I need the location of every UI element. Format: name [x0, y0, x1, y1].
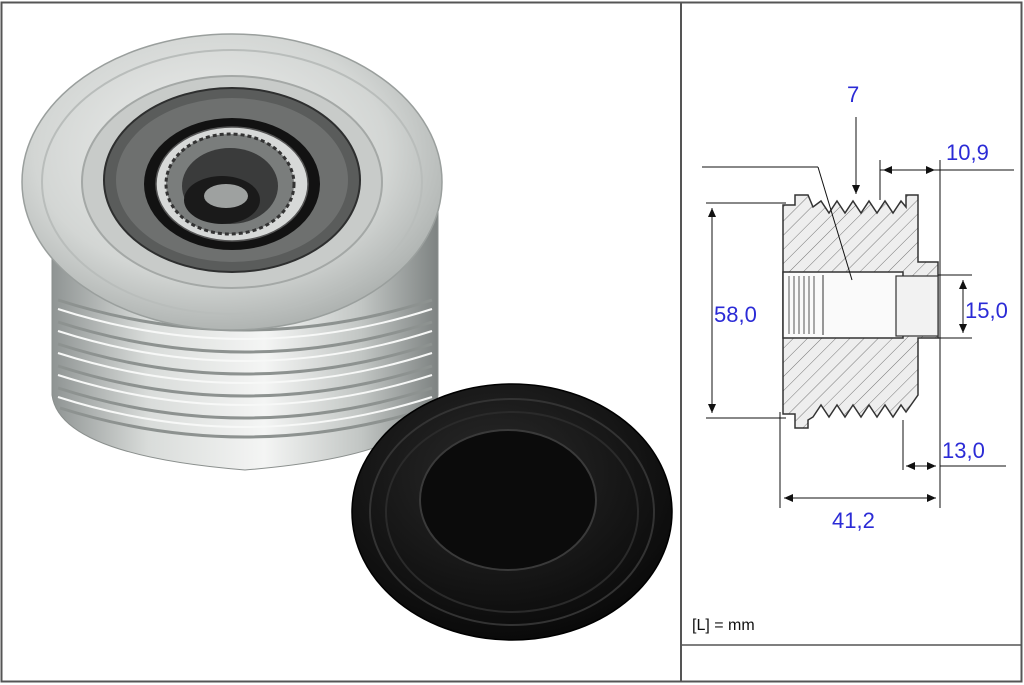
dimension-lines	[702, 117, 1014, 508]
groove-count-label: 7	[847, 82, 859, 107]
units-note: [L] = mm	[692, 617, 755, 634]
pulley-grooves	[57, 298, 433, 439]
cap-photo	[351, 383, 673, 641]
pulley-photo	[21, 33, 443, 471]
total-width-label: 41,2	[832, 508, 875, 533]
offset-bottom-label: 13,0	[942, 438, 985, 463]
bore-diameter-label: 15,0	[965, 298, 1008, 323]
offset-top-label: 10,9	[946, 140, 989, 165]
cross-section-drawing	[782, 194, 939, 429]
outer-diameter-label: 58,0	[714, 302, 757, 327]
